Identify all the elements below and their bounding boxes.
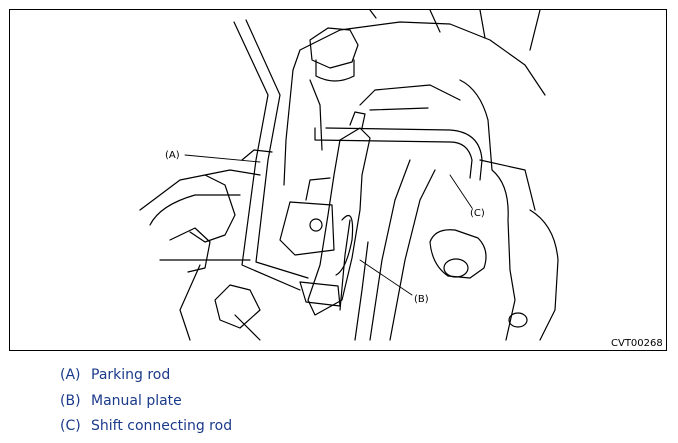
callout-b: (B) [414,294,429,305]
legend-key: (A) [60,367,81,383]
leader-lines [184,154,473,296]
transmission-case [283,10,559,341]
figure-code: CVT00268 [611,338,663,349]
parking-rod [233,19,309,291]
callout-c: (C) [470,208,485,219]
legend-item: (C) Shift connecting rod [60,416,232,442]
legend-key: (B) [60,392,81,409]
legend-label: Shift connecting rod [91,418,233,434]
legend-label: Manual plate [91,392,182,409]
bolt-icon [309,27,359,82]
transmission-illustration: (A) (B) (C) CVT00268 [139,10,663,349]
diagram-figure: (A) (B) (C) CVT00268 [9,9,667,351]
legend-key: (C) [60,418,81,434]
left-components [139,149,273,341]
legend-label: Parking rod [91,367,171,383]
legend-item: (A) Parking rod [60,365,232,391]
legend-item: (B) Manual plate [60,391,232,417]
shift-connecting-rod [314,111,483,181]
manual-plate [279,127,371,316]
legend: (A) Parking rod (B) Manual plate (C) Shift … [60,365,232,442]
callout-a: (A) [165,150,180,161]
mounting-boss [429,229,528,328]
